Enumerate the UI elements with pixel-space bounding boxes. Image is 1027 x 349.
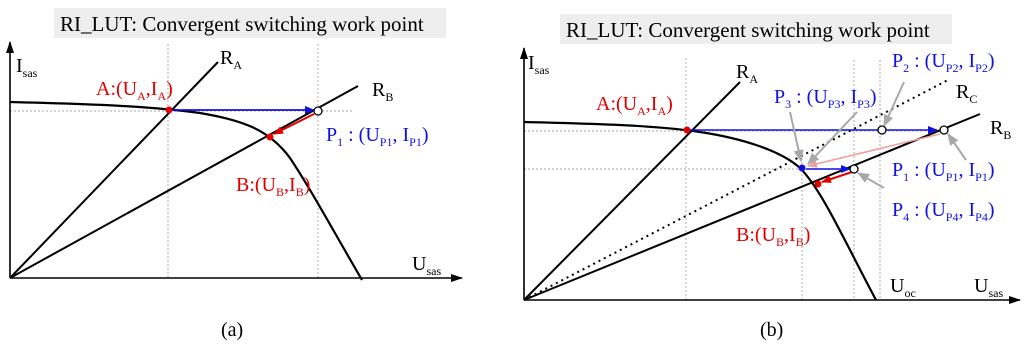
panel-a-arrow-p1-to-b	[273, 113, 315, 135]
panel-b-point-p1-marker	[939, 125, 949, 135]
panel-b-x-axis-label: Usas	[974, 275, 1003, 300]
panel-b-line-ra	[523, 81, 741, 301]
panel-b-title-bg	[560, 14, 952, 44]
panel-b-point-p2-marker	[877, 125, 887, 135]
panel-a-line-ra	[9, 61, 219, 279]
panel-a-point-b-marker	[266, 133, 274, 141]
panel-b-rc-label: RC	[956, 81, 977, 106]
panel-b-point-p3-marker	[798, 164, 806, 172]
panel-a-x-axis-label: Usas	[412, 253, 441, 278]
panel-a-point-a-label: A:(UA,IA)	[96, 78, 173, 103]
panel-a-ra-label: RA	[220, 47, 242, 72]
panel-a-rb-label: RB	[372, 79, 393, 104]
panel-b-pointer-p3	[789, 111, 804, 162]
panel-a-title: RI_LUT: Convergent switching work point	[60, 12, 424, 36]
panel-b-point-p3-label: P3 : (UP3, IP3)	[774, 86, 877, 111]
panel-b-point-p4-marker	[849, 164, 859, 174]
panel-b-pointer-p2	[883, 81, 905, 127]
panel-b-line-rb	[523, 113, 981, 301]
panel-a-line-rb	[9, 85, 359, 279]
panel-b-point-p4-label: P4 : (UP4, IP4)	[892, 199, 995, 224]
panel-b-title: RI_LUT: Convergent switching work point	[566, 18, 930, 42]
panel-b-iv-curve	[523, 120, 877, 301]
panel-a-point-b-label: B:(UB,IB)	[236, 174, 310, 199]
panel-b-arrow-p1-to-p3	[807, 133, 941, 168]
panel-b-point-a-label: A:(UA,IA)	[596, 93, 673, 118]
panel-b-rb-label: RB	[990, 117, 1011, 142]
panel-b-point-b-label: B:(UB,IB)	[736, 224, 810, 249]
panel-b-point-p2-label: P2 : (UP2, IP2)	[892, 50, 995, 75]
panel-a-title-bg	[54, 8, 446, 38]
panel-a-point-a-marker	[165, 106, 173, 114]
panel-b-uoc-label: Uoc	[890, 275, 916, 300]
panel-b-point-b-marker	[814, 180, 822, 188]
panel-b-arrow-p4-to-b	[821, 171, 853, 183]
panel-b-pointer-p3b	[807, 111, 858, 165]
panel-b-pointer-p4	[857, 172, 885, 189]
panel-a-point-p1-label: P1 : (UP1, IP1)	[326, 124, 429, 149]
panel-a-point-p1-marker	[313, 106, 323, 116]
panel-b: RI_LUT: Convergent switching work point	[520, 14, 1021, 341]
panel-b-y-axis-label: Isas	[528, 52, 550, 77]
panel-b-caption: (b)	[760, 319, 783, 341]
panel-b-ra-label: RA	[736, 61, 758, 86]
panel-a-y-axis-label: Isas	[16, 55, 38, 80]
panel-b-pointer-p1	[947, 133, 967, 161]
panel-b-line-rc	[523, 79, 949, 301]
panel-a-caption: (a)	[221, 319, 243, 341]
panel-b-point-p1-label: P1 : (UP1, IP1)	[892, 159, 995, 184]
panel-a: RI_LUT: Convergent switching work point …	[5, 8, 463, 341]
panel-b-point-a-marker	[683, 126, 691, 134]
panel-a-iv-curve	[9, 100, 363, 281]
